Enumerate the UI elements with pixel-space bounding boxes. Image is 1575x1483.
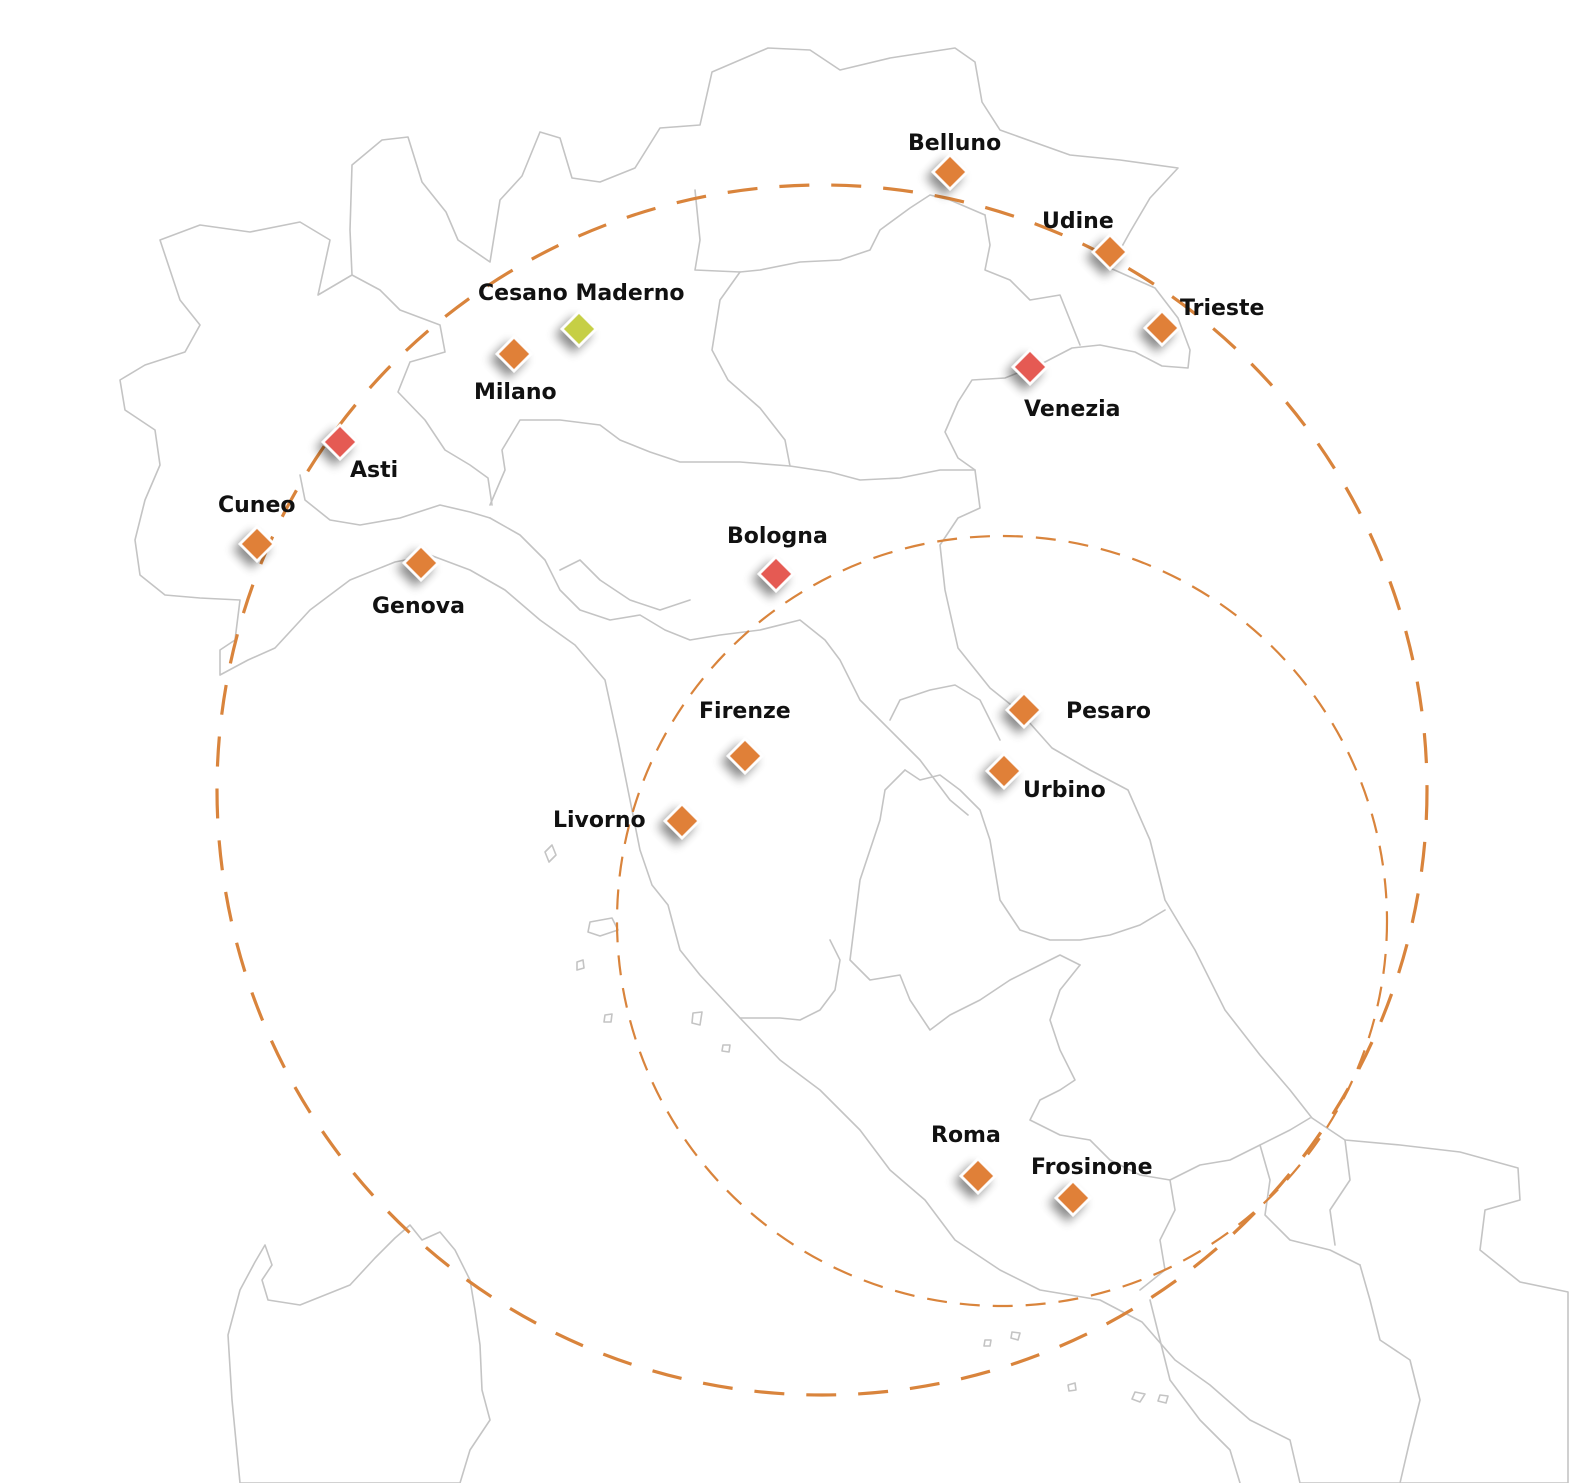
city-label-bologna: Bologna [727,524,828,549]
marker-diamond-icon[interactable] [1054,1179,1092,1217]
city-label-livorno: Livorno [553,808,646,833]
city-label-udine: Udine [1042,209,1114,234]
city-cuneo[interactable]: Cuneo [218,493,296,563]
city-label-venezia: Venezia [1024,397,1121,422]
mainland-outline [119,47,1569,1483]
marker-diamond-icon[interactable] [495,335,533,373]
city-label-urbino: Urbino [1023,778,1106,803]
city-cesano-maderno[interactable]: Cesano Maderno [478,281,684,348]
marker-diamond-icon[interactable] [757,555,795,593]
marker-diamond-icon[interactable] [1143,309,1181,347]
city-trieste[interactable]: Trieste [1143,296,1264,347]
marker-diamond-icon[interactable] [1091,233,1129,271]
marker-diamond-icon[interactable] [931,153,969,191]
city-label-genova: Genova [372,594,465,619]
city-udine[interactable]: Udine [1042,209,1129,271]
city-label-belluno: Belluno [908,131,1001,156]
city-bologna[interactable]: Bologna [727,524,828,593]
region-borders [119,47,1569,1483]
marker-diamond-icon[interactable] [959,1157,997,1195]
inner-radius-ring [615,534,1389,1308]
city-markers: Belluno Udine Trieste Venezia Cesano Mad… [218,131,1264,1217]
city-label-cesano-maderno: Cesano Maderno [478,281,684,306]
city-roma[interactable]: Roma [931,1123,1001,1195]
city-label-frosinone: Frosinone [1031,1155,1153,1180]
city-pesaro[interactable]: Pesaro [1005,691,1151,729]
city-asti[interactable]: Asti [321,423,398,483]
city-label-trieste: Trieste [1180,296,1264,321]
city-frosinone[interactable]: Frosinone [1031,1155,1153,1217]
marker-diamond-icon[interactable] [321,423,359,461]
marker-diamond-icon[interactable] [1005,691,1043,729]
city-genova[interactable]: Genova [372,544,465,619]
city-livorno[interactable]: Livorno [553,802,701,840]
marker-diamond-icon[interactable] [560,310,598,348]
city-label-cuneo: Cuneo [218,493,296,518]
outer-radius-ring [215,183,1429,1397]
city-label-pesaro: Pesaro [1066,699,1151,724]
city-label-milano: Milano [474,380,557,405]
city-belluno[interactable]: Belluno [908,131,1001,191]
city-label-firenze: Firenze [699,699,791,724]
city-venezia[interactable]: Venezia [1011,348,1121,422]
city-label-asti: Asti [350,458,398,483]
marker-diamond-icon[interactable] [726,737,764,775]
city-milano[interactable]: Milano [474,335,557,405]
sardinia-outline [227,1224,491,1483]
marker-diamond-icon[interactable] [985,752,1023,790]
city-urbino[interactable]: Urbino [985,752,1106,803]
marker-diamond-icon[interactable] [402,544,440,582]
city-label-roma: Roma [931,1123,1001,1148]
marker-diamond-icon[interactable] [663,802,701,840]
city-firenze[interactable]: Firenze [699,699,791,775]
marker-diamond-icon[interactable] [238,525,276,563]
marker-diamond-icon[interactable] [1011,348,1049,386]
